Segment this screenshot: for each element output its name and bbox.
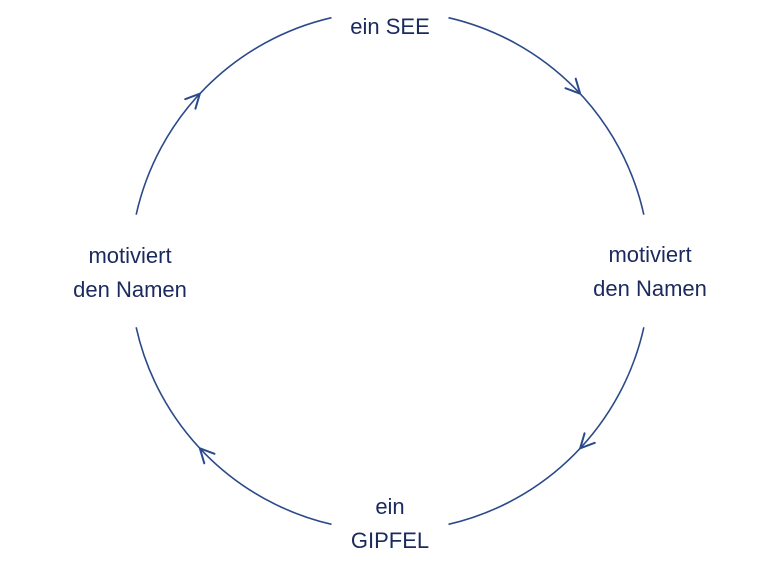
arc-right-bottom <box>448 327 645 526</box>
node-bottom-line2: GIPFEL <box>350 528 430 553</box>
node-bottom-line1: ein <box>375 494 405 519</box>
node-motiviert-left: motiviert den Namen <box>30 239 230 307</box>
arc-top-right <box>448 16 645 215</box>
node-right-line2: den Namen <box>593 276 707 301</box>
node-motiviert-right: motiviert den Namen <box>550 238 750 306</box>
arc-left-top <box>135 16 332 215</box>
arrowhead-right-bottom-icon <box>579 432 596 450</box>
node-left-line2: den Namen <box>73 277 187 302</box>
node-right-line1: motiviert <box>608 242 692 267</box>
arc-bottom-left <box>135 327 332 526</box>
node-ein-gipfel: ein GIPFEL <box>290 490 490 558</box>
node-top-line1: ein SEE <box>350 14 430 39</box>
node-left-line1: motiviert <box>88 243 172 268</box>
arrowhead-top-right-icon <box>564 77 582 95</box>
arrowhead-left-top-icon <box>184 92 201 110</box>
arrowhead-bottom-left-icon <box>198 447 216 465</box>
node-ein-see: ein SEE <box>290 10 490 44</box>
